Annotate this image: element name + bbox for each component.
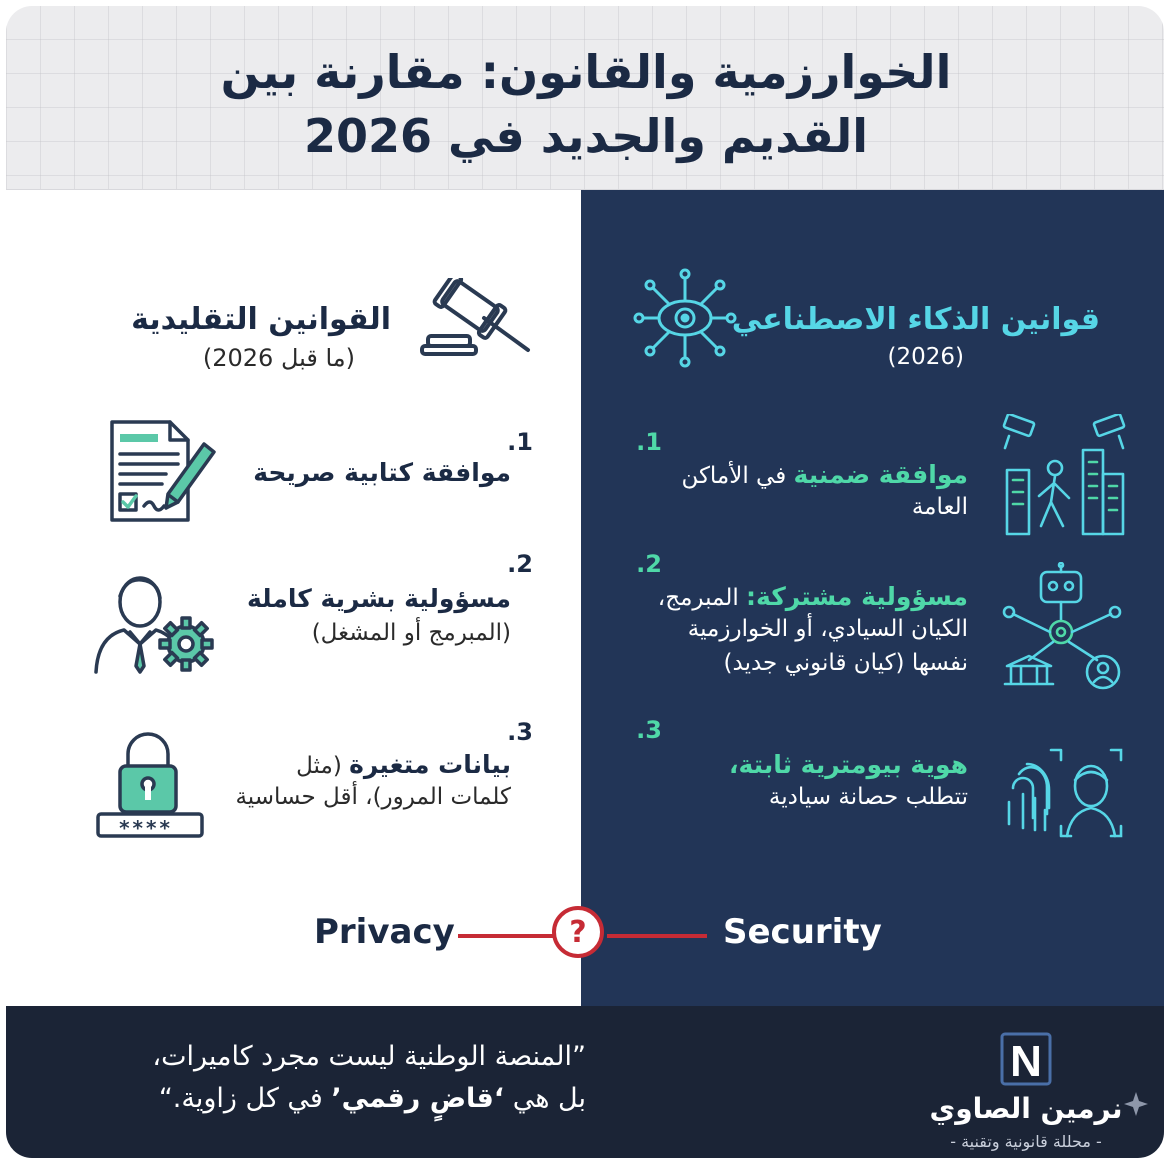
lock-password-mask: **** [119,816,173,840]
footer-quote: ”المنصة الوطنية ليست مجرد كاميرات، بل هي… [46,1036,586,1120]
ai-item-1-detail: العامة [911,494,968,520]
footer-banner: ”المنصة الوطنية ليست مجرد كاميرات، بل هي… [6,1006,1164,1158]
privacy-label: Privacy [314,912,455,952]
surveillance-city-icon [1002,414,1126,536]
svg-text:N: N [1010,1037,1042,1086]
title-line-2: القديم والجديد في 2026 [304,109,868,163]
traditional-item-3-detail: كلمات المرور)، أقل حساسية [235,784,511,810]
quote-line-1: ”المنصة الوطنية ليست مجرد كاميرات، [152,1041,586,1072]
traditional-item-3-number: 3. [507,718,533,746]
biometric-face-fingerprint-icon [1007,748,1123,838]
ai-item-3-detail: تتطلب حصانة سيادية [768,784,968,810]
traditional-item-1-number: 1. [507,428,533,456]
traditional-item-2-detail: (المبرمج أو المشغل) [311,620,511,646]
ai-item-1-text: موافقة ضمنية [793,460,968,489]
quote-line-2: بل هي ‘قاضٍ رقمي’ في كل زاوية.“ [46,1078,586,1120]
title-line-1: الخوارزمية والقانون: مقارنة بين [220,45,952,99]
ai-item-1-number: 1. [636,428,662,456]
traditional-item-3-line1: بيانات متغيرة (مثل [296,750,511,779]
ai-item-1-inline: في الأماكن [681,463,794,489]
traditional-laws-panel: القوانين التقليدية (ما قبل 2026) 1. مواف… [6,190,581,1006]
traditional-item-3-text: بيانات متغيرة [349,750,511,779]
traditional-item-2-text: مسؤولية بشرية كاملة [247,584,511,613]
page-title: الخوارزمية والقانون: مقارنة بين القديم و… [156,40,1016,168]
robot-network-icon [1002,562,1122,690]
signed-document-icon [110,420,216,522]
question-mark-icon: ? [552,906,604,958]
ai-item-2-inline: المبرمج، [657,585,747,611]
ai-subheading: (2026) [887,344,964,370]
traditional-item-1-text: موافقة كتابية صريحة [253,458,511,487]
privacy-line [458,934,558,938]
security-line [607,934,707,938]
ai-item-3-number: 3. [636,716,662,744]
security-label: Security [723,912,882,952]
brand-tagline: - محللة قانونية وتقنية - [950,1132,1102,1151]
ai-item-2-number: 2. [636,550,662,578]
lock-password-icon [96,732,204,838]
sparkle-icon [1124,1092,1148,1116]
header-banner: الخوارزمية والقانون: مقارنة بين القديم و… [6,6,1164,190]
quote-bold: ‘قاضٍ رقمي’ [331,1083,505,1114]
quote-post: في كل زاوية.“ [158,1083,332,1114]
ai-network-eye-icon [633,268,737,368]
ai-item-2-detail: الكيان السيادي، أو الخوارزمية [687,616,968,642]
person-gear-icon [94,576,214,674]
ai-item-2-line1: مسؤولية مشتركة: المبرمج، [658,582,968,611]
traditional-item-3-inline: (مثل [296,753,350,779]
infographic: الخوارزمية والقانون: مقارنة بين القديم و… [6,6,1164,1158]
gavel-icon [420,278,530,356]
traditional-subheading: (ما قبل 2026) [202,344,355,372]
ai-item-3-text: هوية بيومترية ثابتة، [728,750,968,779]
ai-item-1-line1: موافقة ضمنية في الأماكن [681,460,968,489]
ai-heading: قوانين الذكاء الاصطناعي [731,302,1100,337]
traditional-item-2-number: 2. [507,550,533,578]
quote-pre: بل هي [504,1083,586,1114]
ai-laws-panel: قوانين الذكاء الاصطناعي (2026) [581,190,1164,1006]
brand-name: نرمين الصاوي [929,1092,1123,1125]
brand-logo-icon: N [1000,1032,1052,1086]
ai-item-2-detail-2: نفسها (كيان قانوني جديد) [723,650,968,676]
traditional-heading: القوانين التقليدية [131,302,391,337]
ai-item-2-text: مسؤولية مشتركة: [746,582,968,611]
